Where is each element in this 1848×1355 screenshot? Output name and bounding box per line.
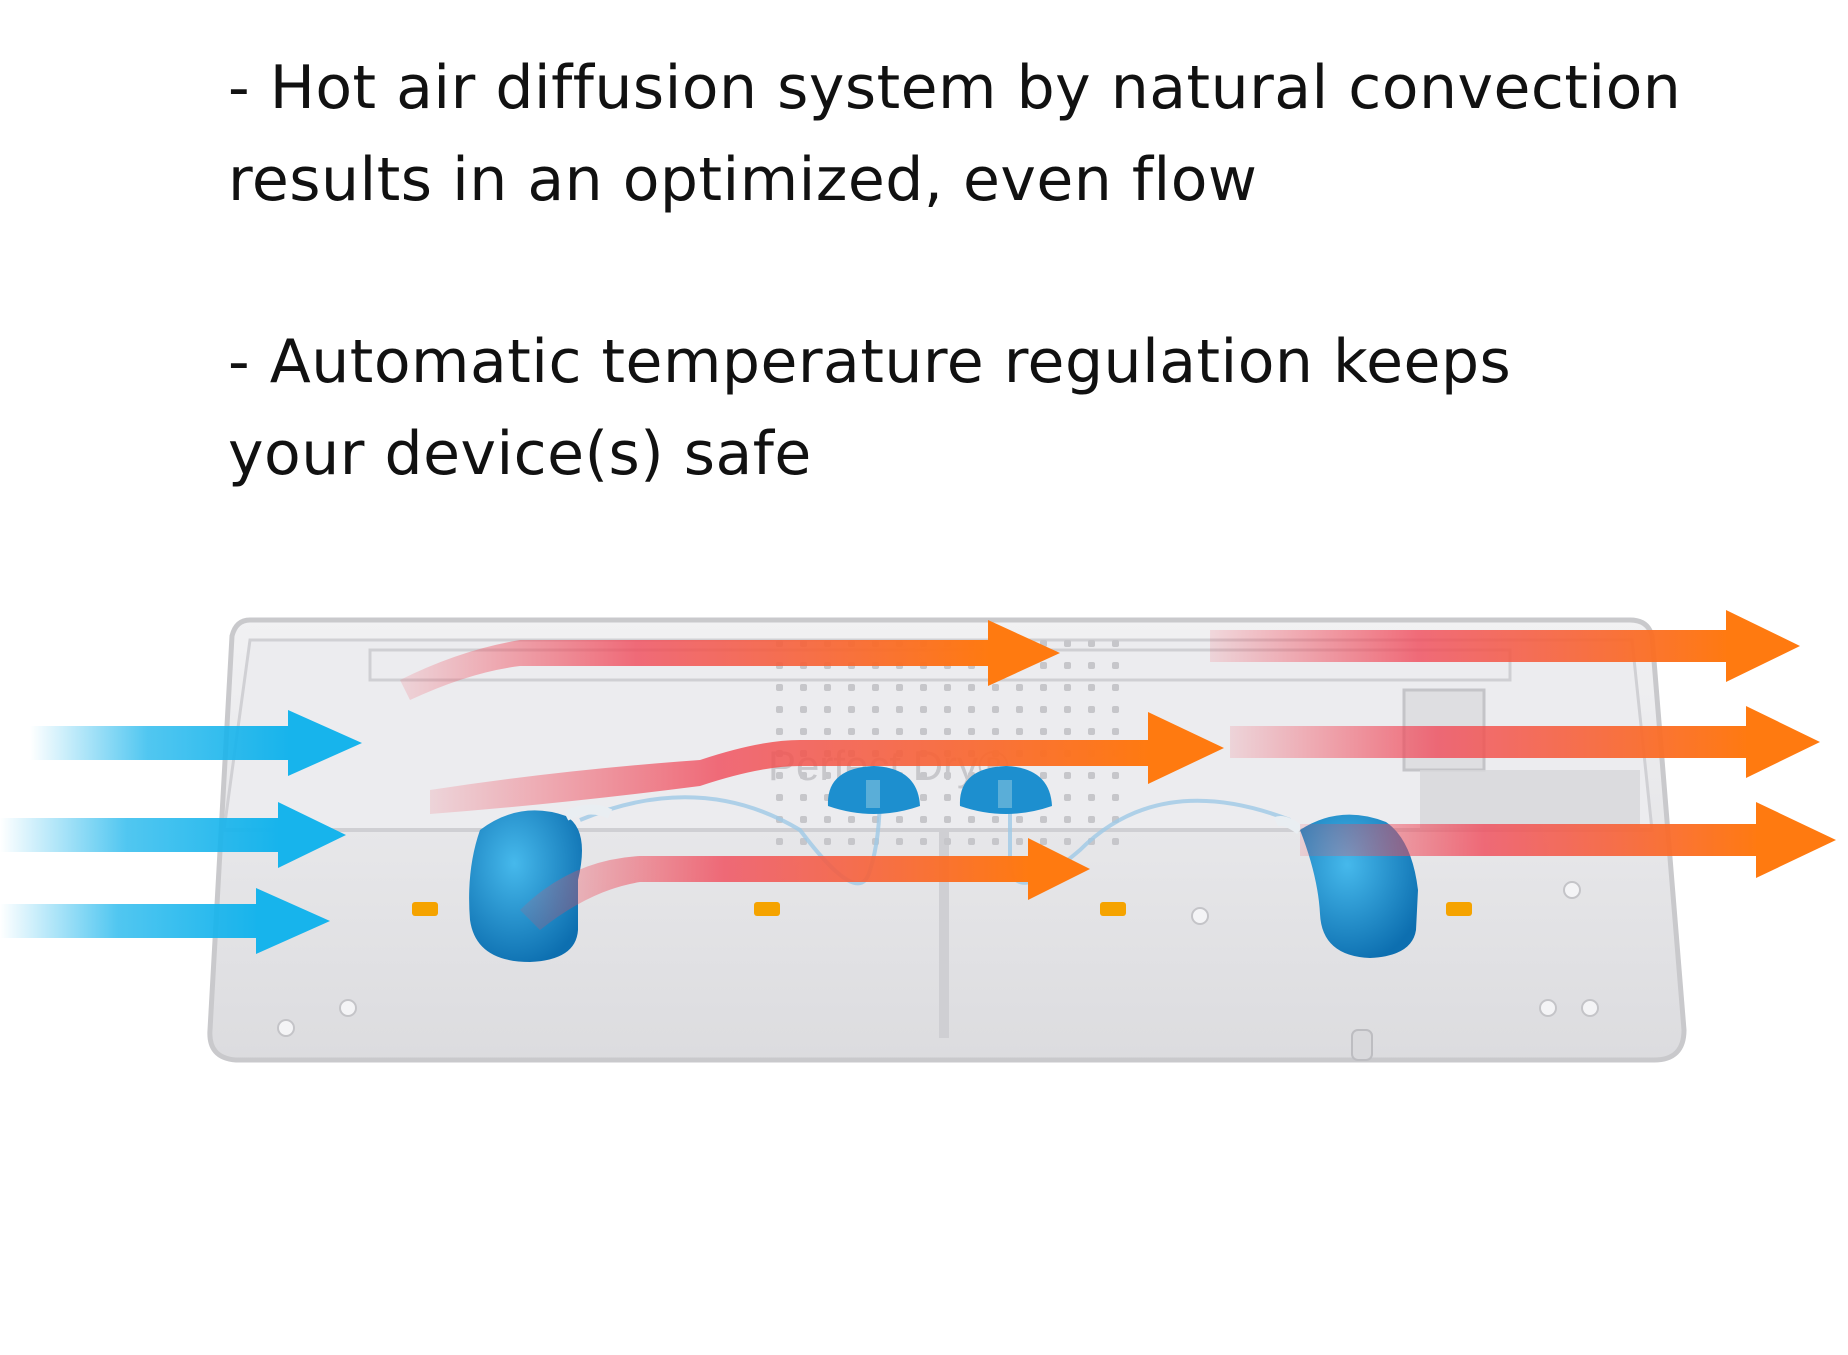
hearing-aid-left-icon: [469, 804, 613, 962]
hot-air-arrow-icon: [400, 610, 1836, 930]
bullet-temperature-line2: your device(s) safe: [228, 419, 812, 489]
earbud-dome-icon: [827, 766, 1052, 814]
bullet-hot-air-line2: results in an optimized, even flow: [228, 145, 1258, 215]
led-heater-icon: [412, 902, 1472, 916]
bullet-hot-air: - Hot air diffusion system by natural co…: [228, 42, 1788, 226]
cold-air-arrow-icon: [0, 710, 362, 954]
bullet-hot-air-line1: - Hot air diffusion system by natural co…: [228, 53, 1682, 123]
bullet-temperature-line1: - Automatic temperature regulation keeps: [228, 327, 1512, 397]
bullet-temperature: - Automatic temperature regulation keeps…: [228, 316, 1788, 500]
dryer-airflow-illustration: Perfect Dry®: [0, 610, 1836, 1063]
